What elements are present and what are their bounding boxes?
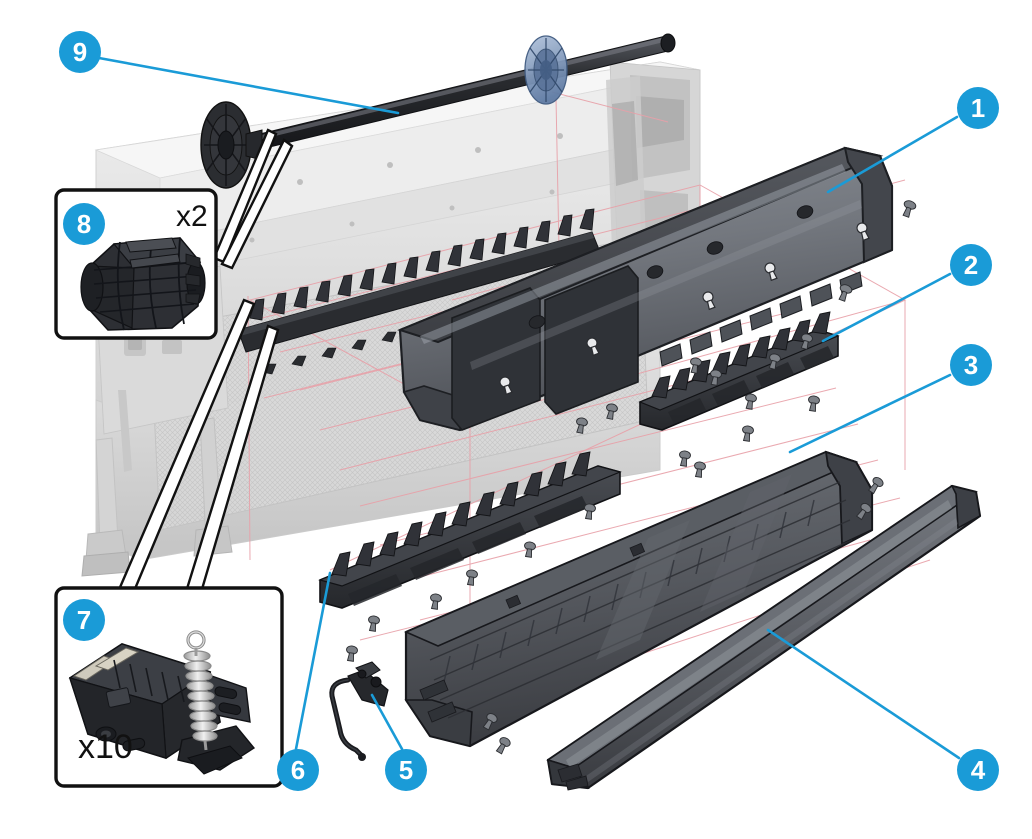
leader-1: [826, 115, 959, 194]
tension-spring: [183, 630, 218, 751]
callout-bubble-3: [950, 344, 992, 386]
callout-bubble-1: [957, 87, 999, 129]
leader-lines: [97, 56, 961, 760]
part-front-rail: [546, 484, 982, 791]
leader-2: [821, 272, 952, 343]
pinch-wheel-fins: [249, 208, 595, 321]
leader-6: [294, 571, 332, 751]
part-top-cover: [397, 146, 894, 432]
callout-bubble-8: [63, 203, 105, 245]
quantity-label-x2: x2: [176, 200, 208, 233]
inset-8-artwork: [80, 237, 206, 331]
roll-spindle: [200, 33, 676, 189]
part-pinch-strip-upper: [638, 311, 840, 431]
spindle-hub-left: [200, 101, 263, 189]
quantity-label-x10: x10: [78, 728, 133, 766]
callout-bubble-6: [277, 749, 319, 791]
part-pinch-strip-lower: [318, 451, 622, 609]
keyhole-marker: [499, 222, 870, 396]
inset-7-artwork: [68, 630, 256, 775]
callout-bubble-5: [385, 749, 427, 791]
inset-box-7: [54, 586, 284, 788]
callout-bubble-9: [59, 31, 101, 73]
callout-bubble-7: [63, 599, 105, 641]
pinch-wheel-row: [237, 208, 601, 375]
callout-bubble-4: [957, 749, 999, 791]
leader-9: [97, 56, 400, 115]
screw-group: [346, 200, 917, 755]
part-platen-beam: [403, 450, 874, 748]
leader-4: [766, 628, 961, 760]
callout-bubble-2: [950, 244, 992, 286]
spindle-hub-right: [524, 35, 568, 105]
part-lever-linkage: [329, 661, 389, 761]
callout-bubbles: [59, 31, 999, 791]
leader-5: [370, 693, 404, 751]
leader-3: [788, 373, 952, 454]
inset-connector-8: [212, 128, 294, 270]
